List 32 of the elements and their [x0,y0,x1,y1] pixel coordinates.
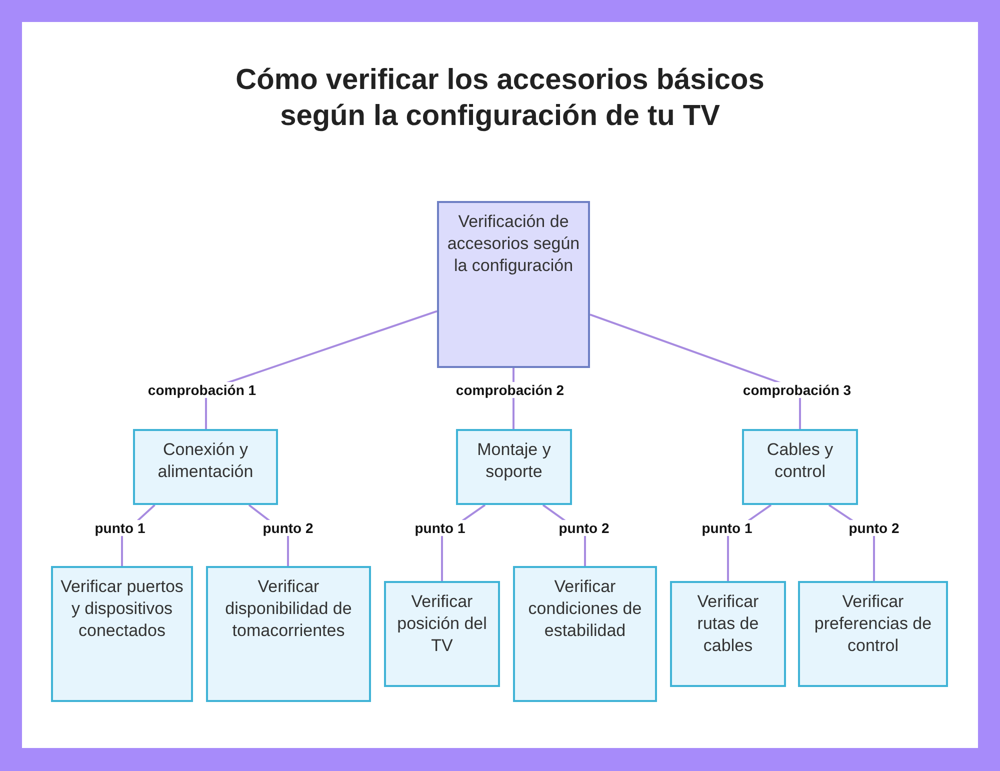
process-box [437,201,590,368]
process-box [206,566,371,702]
edge-label: punto 1 [92,520,148,536]
process-box [133,429,278,505]
edge-label: punto 2 [846,520,902,536]
connector-line [205,310,438,429]
box-text: Verificar condiciones de estabilidad [527,576,643,642]
connector-line [590,314,801,429]
diagram-title: Cómo verificar los accesorios básicos según la configuración de tu TV [234,63,766,134]
box-text: Verificar preferencias de control [813,591,933,657]
edge-label: comprobación 2 [454,382,566,398]
box-text: Montaje y soporte [476,439,552,483]
box-text: Verificar posición del TV [396,591,488,657]
box-text: Verificar puertos y dispositivos conectados [60,576,184,642]
box-text: Verificar rutas de cables [696,591,760,657]
edge-label: punto 2 [260,520,316,536]
edge-label: comprobación 1 [146,382,258,398]
edge-label: comprobación 3 [740,382,854,398]
process-box [384,581,500,687]
process-box [670,581,786,687]
process-box [742,429,858,505]
process-box [456,429,572,505]
box-text: Cables y control [766,439,834,483]
edge-label: punto 1 [700,520,754,536]
process-box [51,566,193,702]
process-box [798,581,948,687]
edge-label: punto 2 [556,520,612,536]
process-box [513,566,657,702]
edge-label: punto 1 [412,520,468,536]
box-text: Conexión y alimentación [156,439,254,483]
box-text: Verificar disponibilidad de tomacorrientes [224,576,353,642]
box-text: Verificación de accesorios según la configuración [446,211,581,277]
